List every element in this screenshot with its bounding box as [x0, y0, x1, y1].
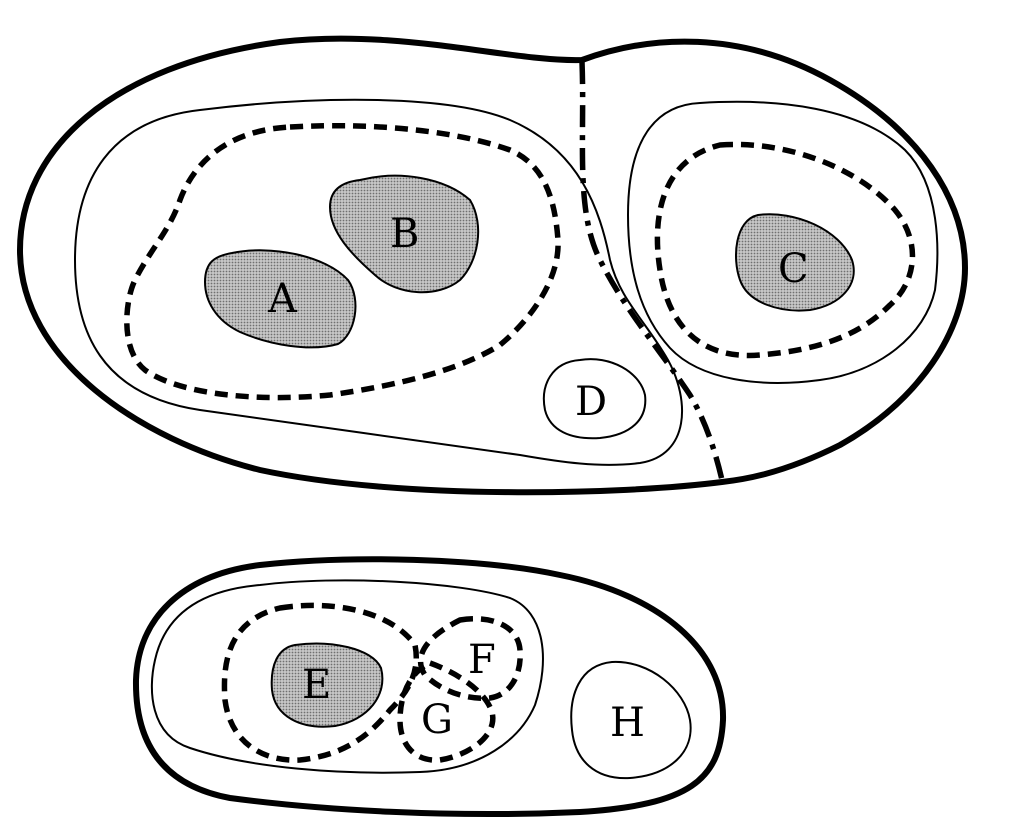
region-b	[328, 174, 480, 294]
left-compartment-boundary	[73, 98, 684, 466]
top-outer-boundary	[17, 35, 968, 496]
ab-dashed-boundary	[124, 122, 561, 401]
region-d	[542, 358, 647, 440]
bottom-left-compartment-boundary	[150, 579, 544, 774]
region-e	[270, 642, 384, 728]
label-a: A	[267, 276, 298, 322]
region-h	[570, 660, 692, 780]
label-g: G	[421, 697, 453, 743]
region-c	[735, 213, 855, 312]
region-a	[203, 249, 357, 349]
label-f: F	[468, 637, 496, 683]
right-compartment-boundary	[626, 100, 939, 384]
label-e: E	[302, 662, 331, 708]
c-dashed-boundary	[654, 141, 916, 359]
top-divider-line	[579, 61, 725, 481]
g-dashed-boundary	[397, 660, 496, 763]
f-dashed-boundary	[417, 616, 523, 701]
label-d: D	[575, 379, 607, 425]
label-h: H	[610, 700, 645, 746]
e-dashed-boundary	[221, 602, 419, 763]
bottom-outer-boundary	[132, 556, 727, 818]
label-b: B	[390, 211, 419, 257]
label-c: C	[778, 246, 809, 292]
